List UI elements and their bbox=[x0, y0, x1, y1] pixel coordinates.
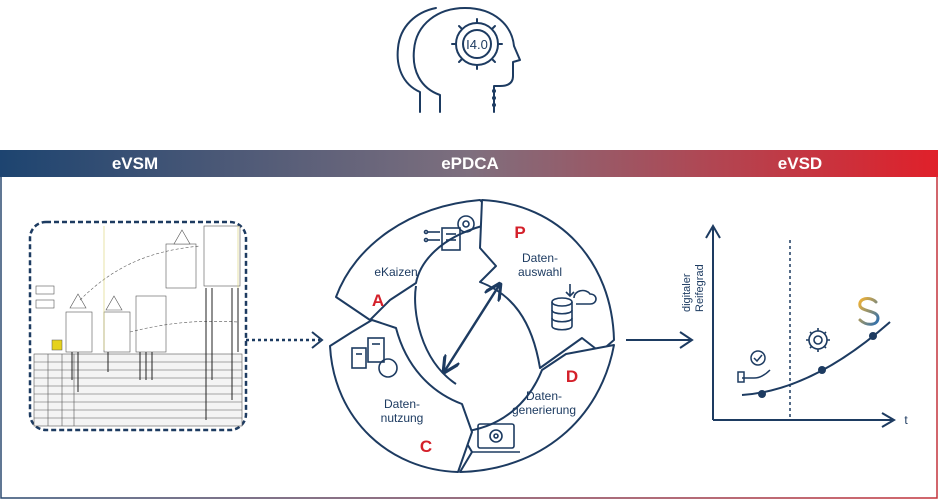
brand-s-logo-icon bbox=[858, 297, 880, 326]
segment-datengenerierung bbox=[459, 344, 615, 473]
segment-label-datengenerierung-1: Daten- bbox=[526, 389, 562, 403]
segment-datenauswahl bbox=[479, 199, 615, 369]
letter-a: A bbox=[372, 291, 384, 310]
segment-label-datennutzung-2: nutzung bbox=[381, 411, 424, 425]
banner-evsd: eVSD bbox=[778, 154, 822, 173]
process-document-gear-icon bbox=[423, 215, 475, 251]
letter-d: D bbox=[566, 367, 578, 386]
segment-label-datenauswahl-1: Daten- bbox=[522, 251, 558, 265]
letter-p: P bbox=[514, 223, 525, 242]
i40-badge-text: I4.0 bbox=[466, 37, 488, 52]
connector-arrowhead bbox=[311, 331, 324, 349]
central-cycle-arrow bbox=[444, 284, 500, 372]
pdca-cycle bbox=[329, 199, 615, 473]
value-stream-map-thumbnail bbox=[28, 220, 248, 432]
documents-cycle-icon bbox=[351, 337, 398, 378]
letter-c: C bbox=[420, 437, 432, 456]
segment-label-datennutzung-1: Daten- bbox=[384, 397, 420, 411]
curve-point-1 bbox=[758, 390, 766, 398]
segment-label-ekaizen: eKaizen bbox=[374, 265, 417, 279]
segment-datennutzung bbox=[329, 319, 473, 473]
gear-icon bbox=[806, 328, 830, 352]
y-axis-label-line1: digitaler bbox=[681, 273, 693, 312]
database-cloud-icon bbox=[551, 284, 597, 331]
content-frame bbox=[0, 177, 938, 499]
banner-evsm: eVSM bbox=[112, 154, 158, 173]
phase-banner bbox=[0, 150, 938, 177]
curve-point-3 bbox=[869, 332, 877, 340]
industry-4-0-head-icon: I4.0 bbox=[396, 7, 521, 113]
maturity-chart: digitaler Reifegrad t bbox=[681, 224, 908, 428]
epdca-arrowhead bbox=[679, 331, 694, 349]
laptop-gear-icon bbox=[472, 423, 520, 453]
segment-label-datenauswahl-2: auswahl bbox=[518, 265, 562, 279]
x-axis-label: t bbox=[904, 413, 908, 427]
banner-epdca: ePDCA bbox=[441, 154, 499, 173]
y-axis-label-line2: Reifegrad bbox=[694, 264, 706, 312]
maturity-curve bbox=[741, 321, 891, 396]
segment-label-datengenerierung-2: generierung bbox=[512, 403, 576, 417]
segment-ekaizen bbox=[335, 199, 493, 321]
curve-point-2 bbox=[818, 366, 826, 374]
hand-check-icon bbox=[737, 350, 771, 383]
gear-icon bbox=[451, 18, 503, 70]
